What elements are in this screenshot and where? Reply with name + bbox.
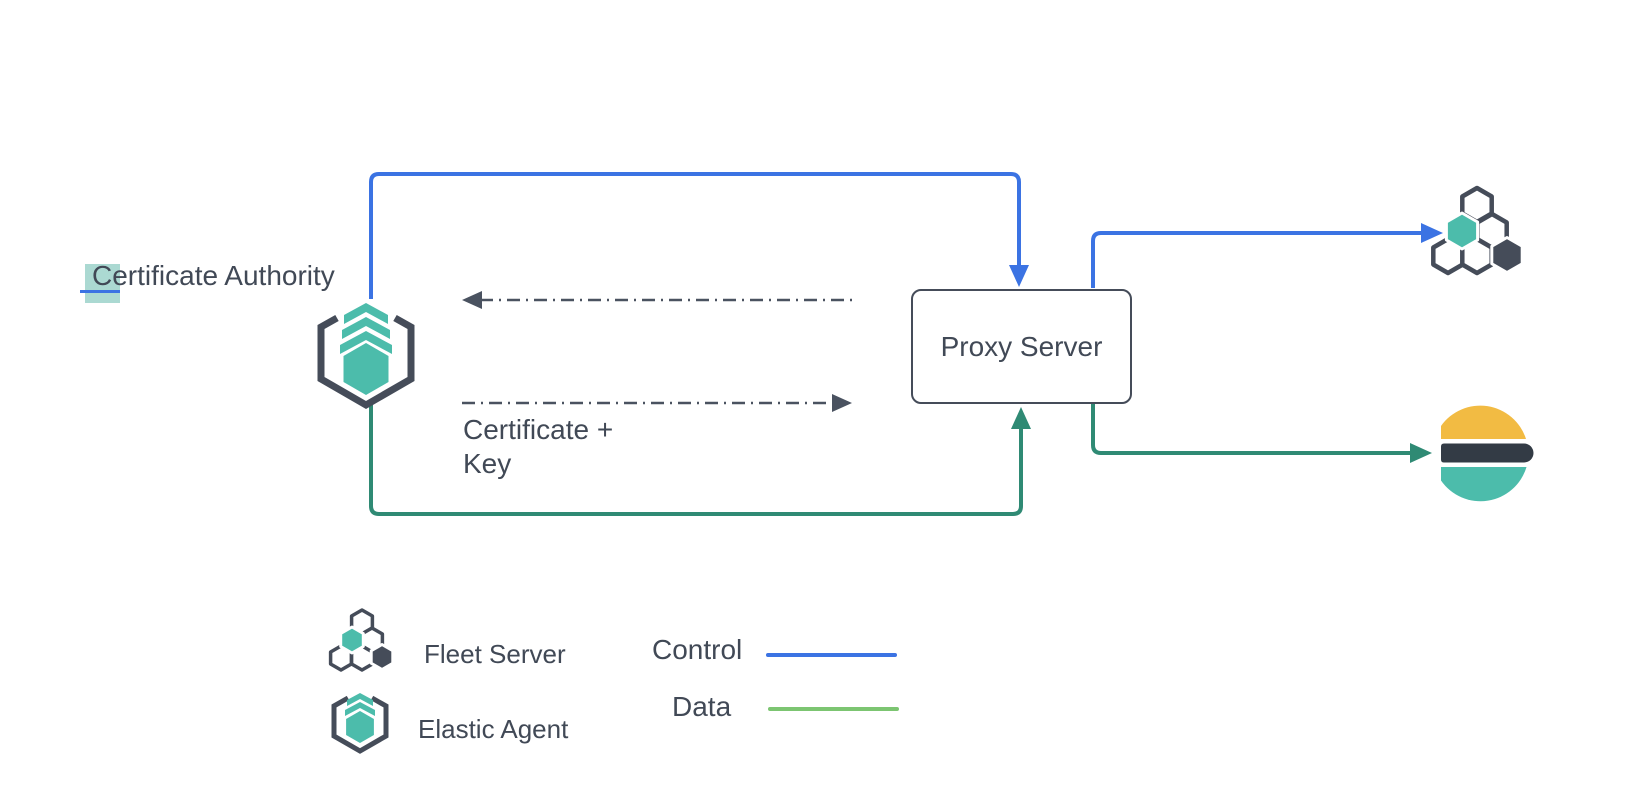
fleet-hex-teal: [1444, 211, 1480, 251]
data-edge-proxy-to-elasticsearch[interactable]: [1091, 404, 1432, 463]
legend-agent-hexagon: [346, 711, 374, 743]
arrowhead-left-icon: [462, 291, 482, 309]
data-edge-agent-to-proxy[interactable]: [369, 403, 1031, 516]
certificate-authority-label-highlighted-char: C: [92, 260, 113, 291]
certificate-request-edge[interactable]: [462, 291, 858, 309]
legend-agent-chevron-1: [347, 693, 373, 706]
text-selection-highlight: [85, 264, 120, 303]
legend-fleet-hex-dark: [369, 643, 395, 671]
legend-fleet-hex-teal: [339, 625, 365, 655]
certificate-key-label-line2: Key: [463, 448, 512, 479]
legend-agent-hex-bracket: [331, 695, 389, 754]
elasticsearch-middle-bar: [1441, 443, 1534, 463]
legend-data-label[interactable]: Data: [672, 691, 732, 722]
legend-control-label[interactable]: Control: [652, 634, 743, 665]
certificate-key-edge[interactable]: [462, 394, 852, 412]
certificate-key-label[interactable]: Certificate + Key: [463, 413, 613, 481]
fleet-hex-dark: [1490, 236, 1524, 274]
agent-hexagon: [343, 343, 389, 395]
control-edge-agent-to-proxy[interactable]: [369, 172, 1029, 299]
legend-fleet-server-icon[interactable]: [328, 608, 395, 672]
agent-chevron-2: [342, 317, 390, 339]
arrowhead-down-icon: [1009, 265, 1029, 287]
control-edge-agent-to-proxy-path: [369, 172, 1021, 299]
data-edge-agent-to-proxy-path: [369, 403, 1023, 516]
arrowhead-right-icon: [1410, 443, 1432, 463]
legend-elastic-agent-icon[interactable]: [331, 693, 389, 754]
certificate-key-label-line1: Certificate +: [463, 414, 614, 445]
proxy-server-node[interactable]: Proxy Server: [911, 289, 1132, 404]
text-selection-caret: [80, 290, 120, 293]
certificate-authority-label[interactable]: Certificate Authority: [92, 259, 335, 293]
elasticsearch-bottom-segment: [1441, 467, 1527, 502]
legend-fleet-server-label[interactable]: Fleet Server: [424, 639, 566, 669]
proxy-server-label: Proxy Server: [940, 330, 1103, 362]
agent-hex-bracket: [317, 314, 415, 410]
certificate-authority-label-rest: ertificate Authority: [112, 260, 335, 291]
elasticsearch-icon[interactable]: [1441, 405, 1534, 502]
agent-chevron-1: [344, 303, 388, 324]
data-edge-proxy-to-elasticsearch-path: [1091, 404, 1412, 455]
arrowhead-right-icon: [1421, 223, 1443, 243]
control-edge-proxy-to-fleet[interactable]: [1091, 223, 1443, 288]
elasticsearch-top-segment: [1441, 405, 1526, 439]
agent-chevron-3: [340, 331, 392, 354]
arrowhead-right-icon: [832, 394, 852, 412]
legend-agent-chevron-2: [345, 702, 375, 716]
legend-elastic-agent-label[interactable]: Elastic Agent: [418, 714, 569, 744]
elastic-agent-icon[interactable]: [317, 303, 415, 410]
arrowhead-up-icon: [1011, 407, 1031, 429]
control-edge-proxy-to-fleet-path: [1091, 231, 1423, 288]
fleet-server-icon[interactable]: [1431, 185, 1524, 276]
